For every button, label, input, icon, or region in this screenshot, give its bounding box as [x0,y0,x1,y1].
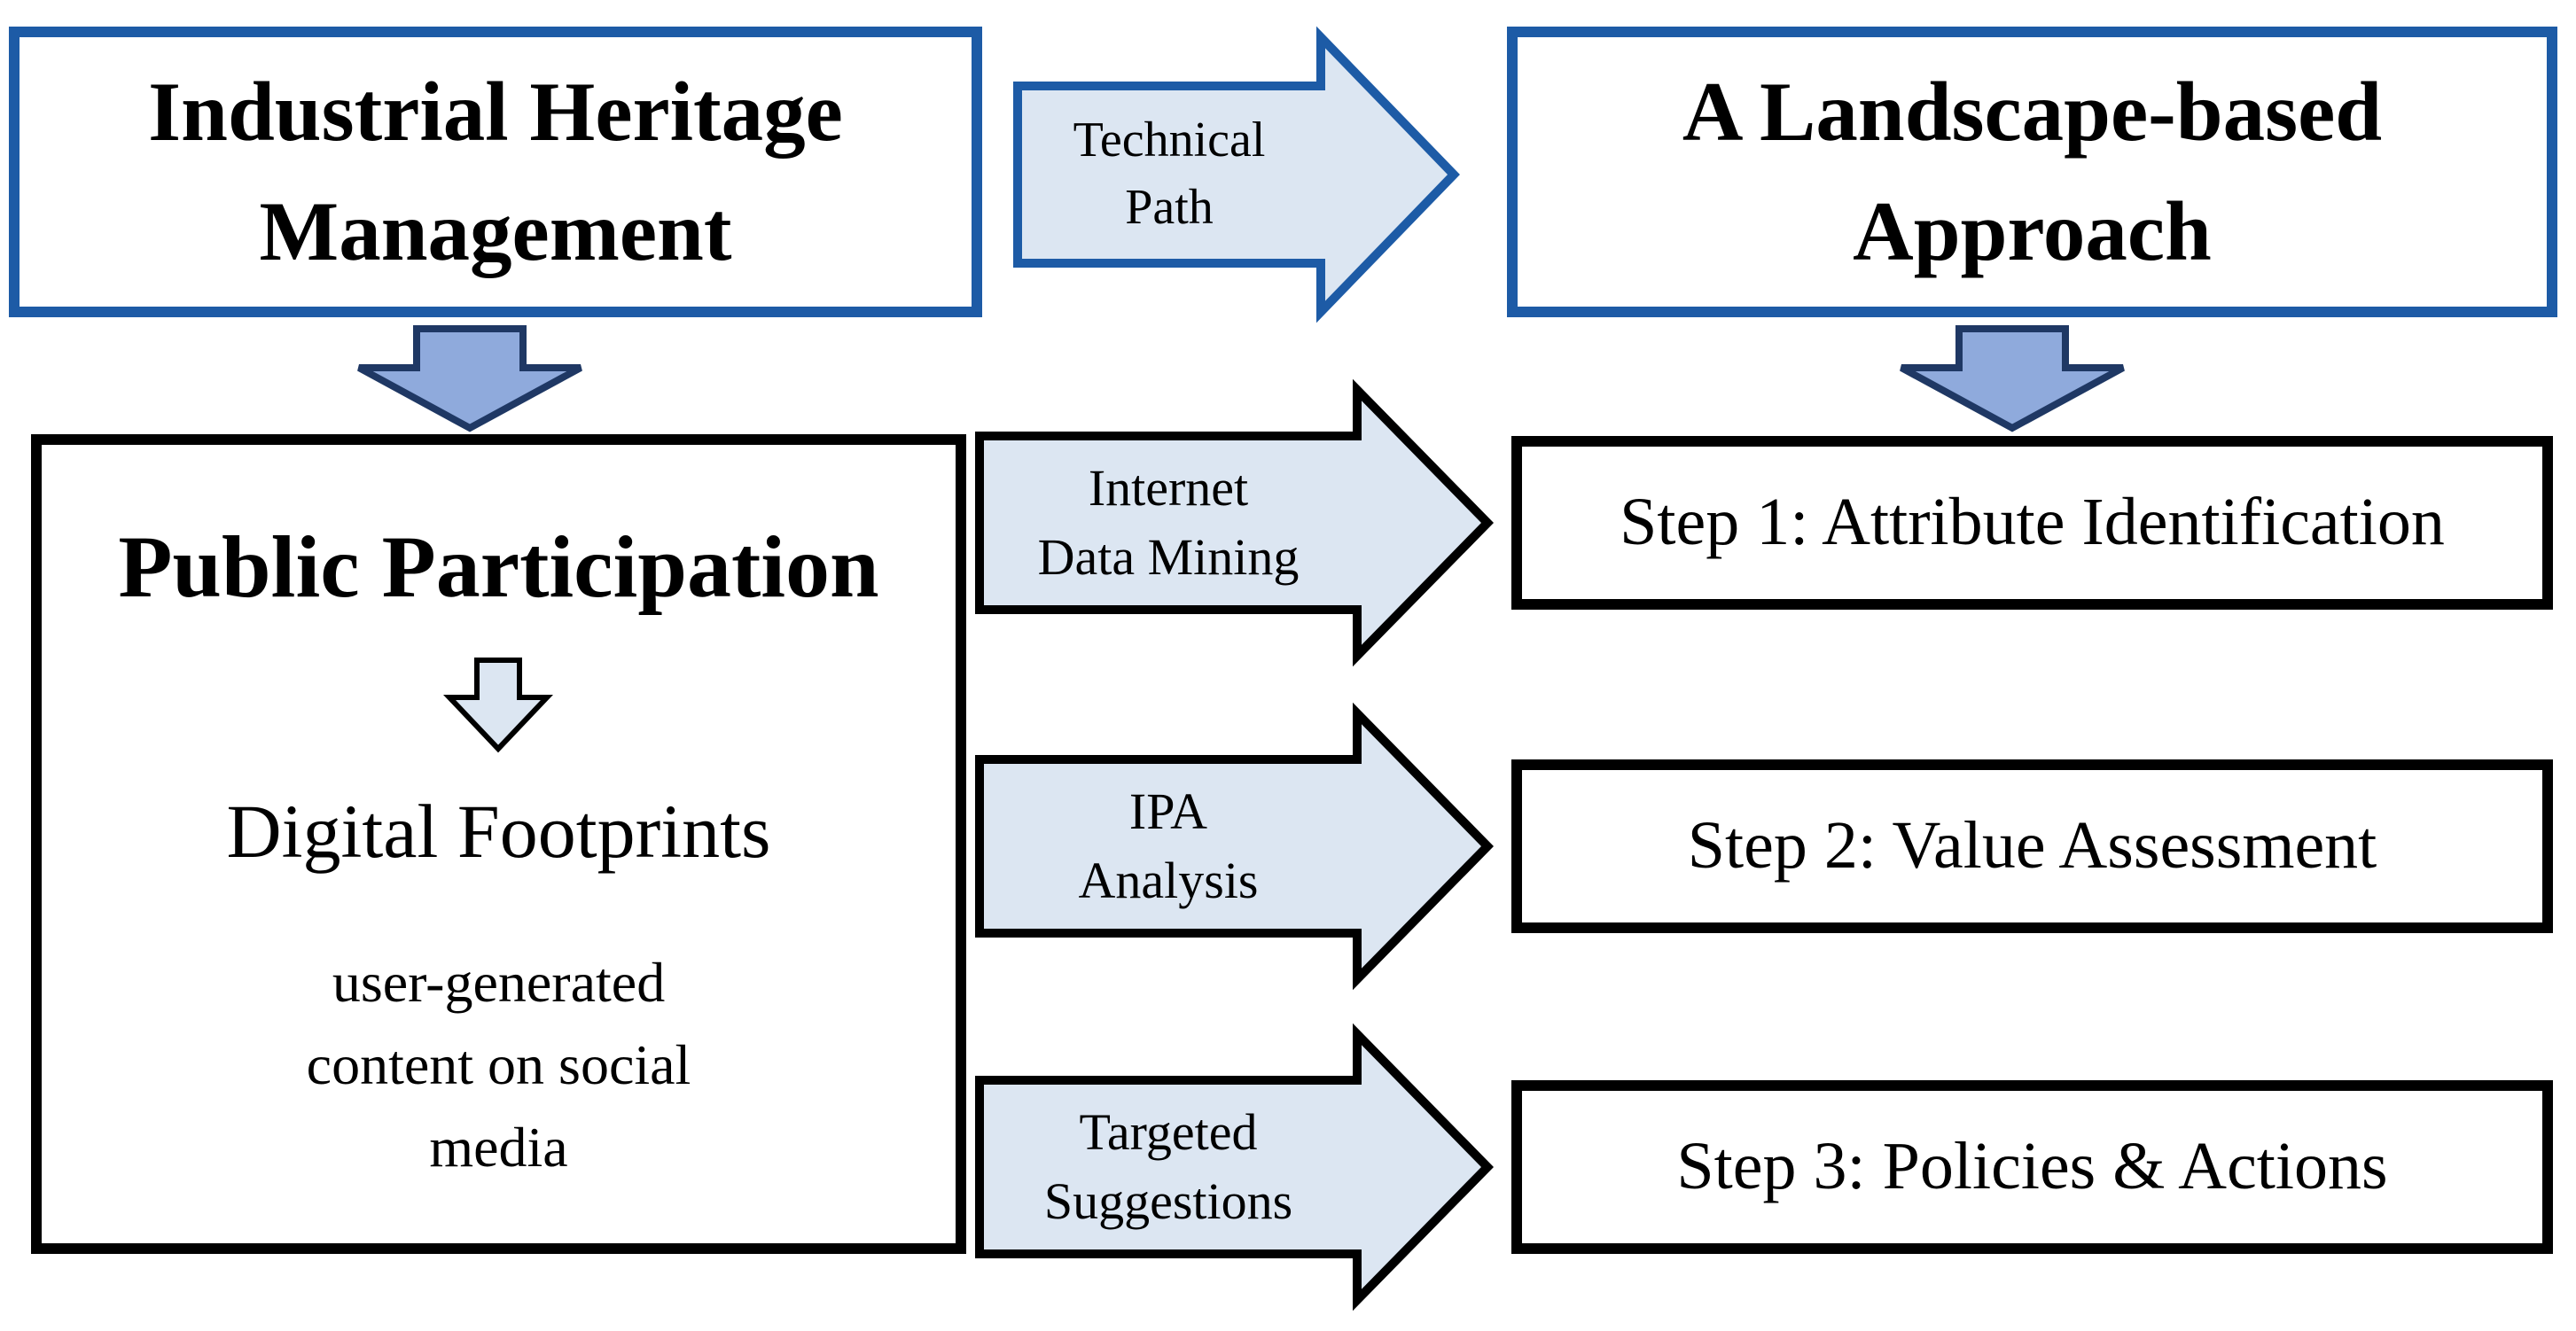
ipa-analysis-label: IPA Analysis [1078,782,1259,909]
technical-path-arrow [1013,26,1460,323]
step-2-label: Step 2: Value Assessment [1687,808,2377,883]
digital-footprints-label: Digital Footprints [226,789,771,874]
down-arrow-right [1900,325,2125,432]
ipa-analysis-arrow-shape [975,702,1495,991]
step-1-label: Step 1: Attribute Identification [1620,485,2445,560]
down-arrow-left-shape [357,325,582,432]
targeted-suggestions-arrow [975,1023,1495,1312]
public-participation-label: Public Participation [118,518,879,616]
targeted-suggestions-arrow-shape [975,1023,1495,1312]
step-1-box: Step 1: Attribute Identification [1511,436,2553,610]
user-generated-content-label: user-generated content on social media [306,951,691,1179]
internet-data-mining-arrow [975,378,1495,667]
small-down-arrow-shape [443,658,553,753]
internet-data-mining-label-wrap: Internet Data Mining [980,436,1357,610]
down-arrow-right-shape [1900,325,2125,432]
ipa-analysis-label-wrap: IPA Analysis [980,759,1357,933]
landscape-based-approach-box: A Landscape-based Approach [1507,27,2557,317]
landscape-based-approach-label: A Landscape-based Approach [1682,65,2383,278]
technical-path-label-wrap: Technical Path [1018,86,1321,263]
technical-path-arrow-shape [1013,26,1460,323]
step-2-box: Step 2: Value Assessment [1511,759,2553,933]
internet-data-mining-arrow-shape [975,378,1495,667]
targeted-suggestions-label-wrap: Targeted Suggestions [980,1080,1357,1254]
down-arrow-left [357,325,582,432]
small-down-arrow [443,658,553,753]
industrial-heritage-management-label: Industrial Heritage Management [148,65,843,278]
industrial-heritage-management-box: Industrial Heritage Management [9,27,982,317]
internet-data-mining-label: Internet Data Mining [1037,458,1300,586]
ipa-analysis-arrow [975,702,1495,991]
step-3-label: Step 3: Policies & Actions [1676,1129,2388,1204]
step-3-box: Step 3: Policies & Actions [1511,1080,2553,1254]
technical-path-label: Technical Path [1073,113,1266,235]
public-participation-box [31,434,966,1254]
targeted-suggestions-label: Targeted Suggestions [1043,1102,1293,1230]
